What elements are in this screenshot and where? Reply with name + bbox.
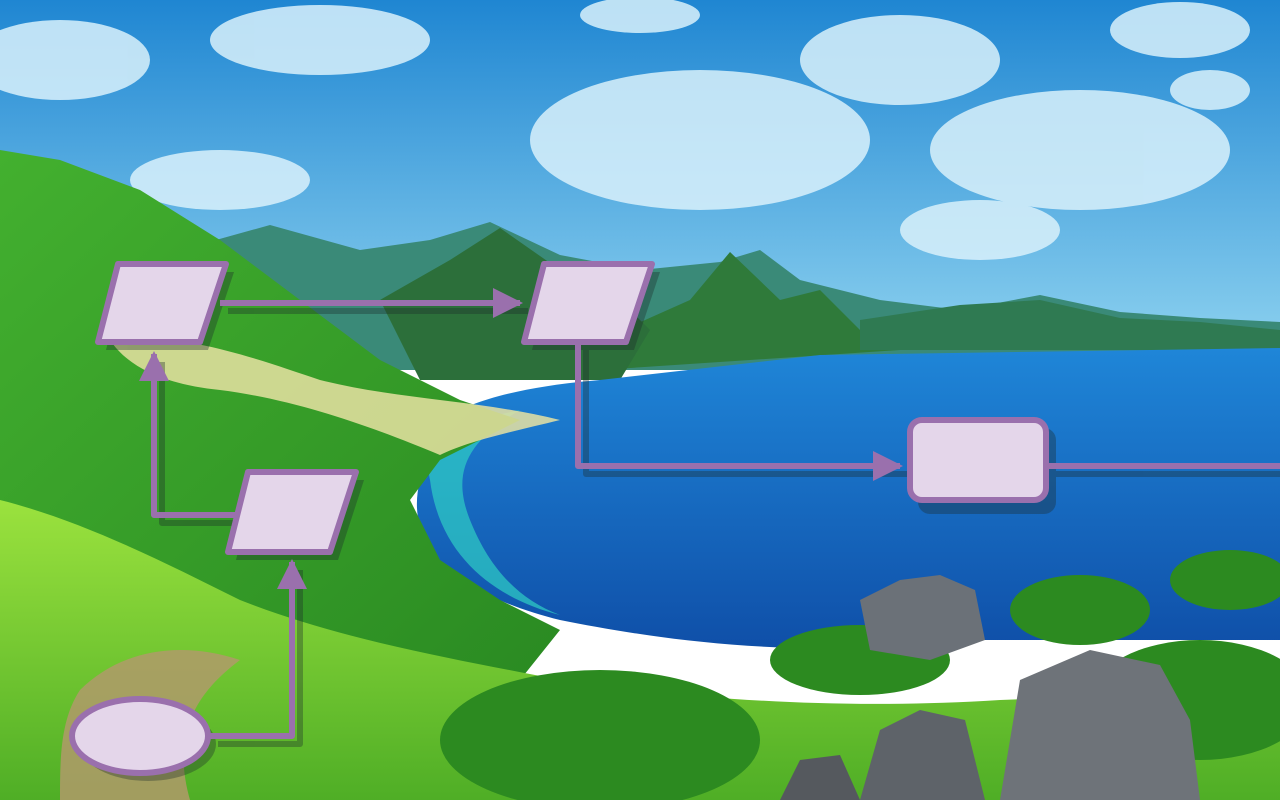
- bush: [1010, 575, 1150, 645]
- beach: [110, 338, 560, 455]
- cloud: [1110, 2, 1250, 58]
- cloud: [530, 70, 870, 210]
- cloud: [800, 15, 1000, 105]
- cloud: [930, 90, 1230, 210]
- start-terminal-shape[interactable]: [69, 696, 211, 776]
- edges: [139, 288, 1280, 739]
- bush: [1170, 550, 1280, 610]
- lagoon-shallows: [428, 410, 560, 615]
- mountain-peak: [600, 252, 900, 370]
- lagoon: [416, 348, 1280, 649]
- flowchart: [69, 261, 1280, 781]
- rock: [1000, 650, 1200, 800]
- edge-start-to-io-lower: [210, 559, 307, 739]
- io-lower-data-shape[interactable]: [225, 469, 359, 555]
- edge-shadow: [159, 362, 246, 526]
- node-process[interactable]: [907, 417, 1049, 503]
- nodes: [69, 261, 1049, 776]
- io-upper-left-data-shape[interactable]: [95, 261, 229, 345]
- node-io-upper-mid[interactable]: [521, 261, 655, 345]
- edge-shadow: [218, 570, 303, 747]
- edge-shadow: [583, 350, 908, 477]
- edge-io-upper-mid-to-process: [575, 342, 903, 481]
- cloud: [0, 20, 150, 100]
- node-start[interactable]: [69, 696, 211, 776]
- bush: [440, 670, 760, 800]
- edge-io-lower-to-io-upper-left: [139, 351, 238, 518]
- node-io-upper-left[interactable]: [95, 261, 229, 345]
- rock: [860, 710, 985, 800]
- cloud: [130, 150, 310, 210]
- io-upper-mid-data-shape[interactable]: [521, 261, 655, 345]
- rock: [860, 575, 985, 660]
- node-io-lower[interactable]: [225, 469, 359, 555]
- cloud: [1170, 70, 1250, 110]
- rocks: [780, 575, 1200, 800]
- clouds: [0, 0, 1250, 260]
- process-box-shape[interactable]: [907, 417, 1049, 503]
- cloud: [580, 0, 700, 33]
- cloud: [210, 5, 430, 75]
- rock: [780, 755, 860, 800]
- cloud: [900, 200, 1060, 260]
- far-ridge: [860, 300, 1280, 350]
